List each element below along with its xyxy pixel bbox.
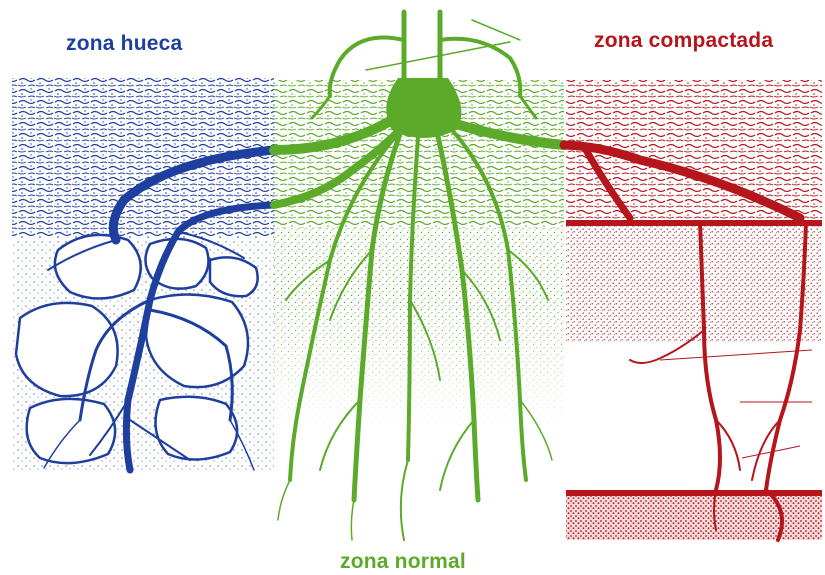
- compacted-subsoil-layer: [566, 226, 822, 342]
- compacted-zone-label: zona compactada: [594, 29, 773, 53]
- compacted-hardpan-line: [566, 220, 822, 226]
- compacted-lower-layer: [566, 342, 822, 490]
- hollow-zone-label: zona hueca: [66, 32, 182, 56]
- compacted-zone-panel: [564, 80, 822, 540]
- normal-zone-panel: [274, 12, 564, 540]
- hollow-zone-panel: [12, 78, 274, 470]
- compacted-bottom-line: [566, 490, 822, 496]
- normal-zone-label: zona normal: [340, 550, 466, 574]
